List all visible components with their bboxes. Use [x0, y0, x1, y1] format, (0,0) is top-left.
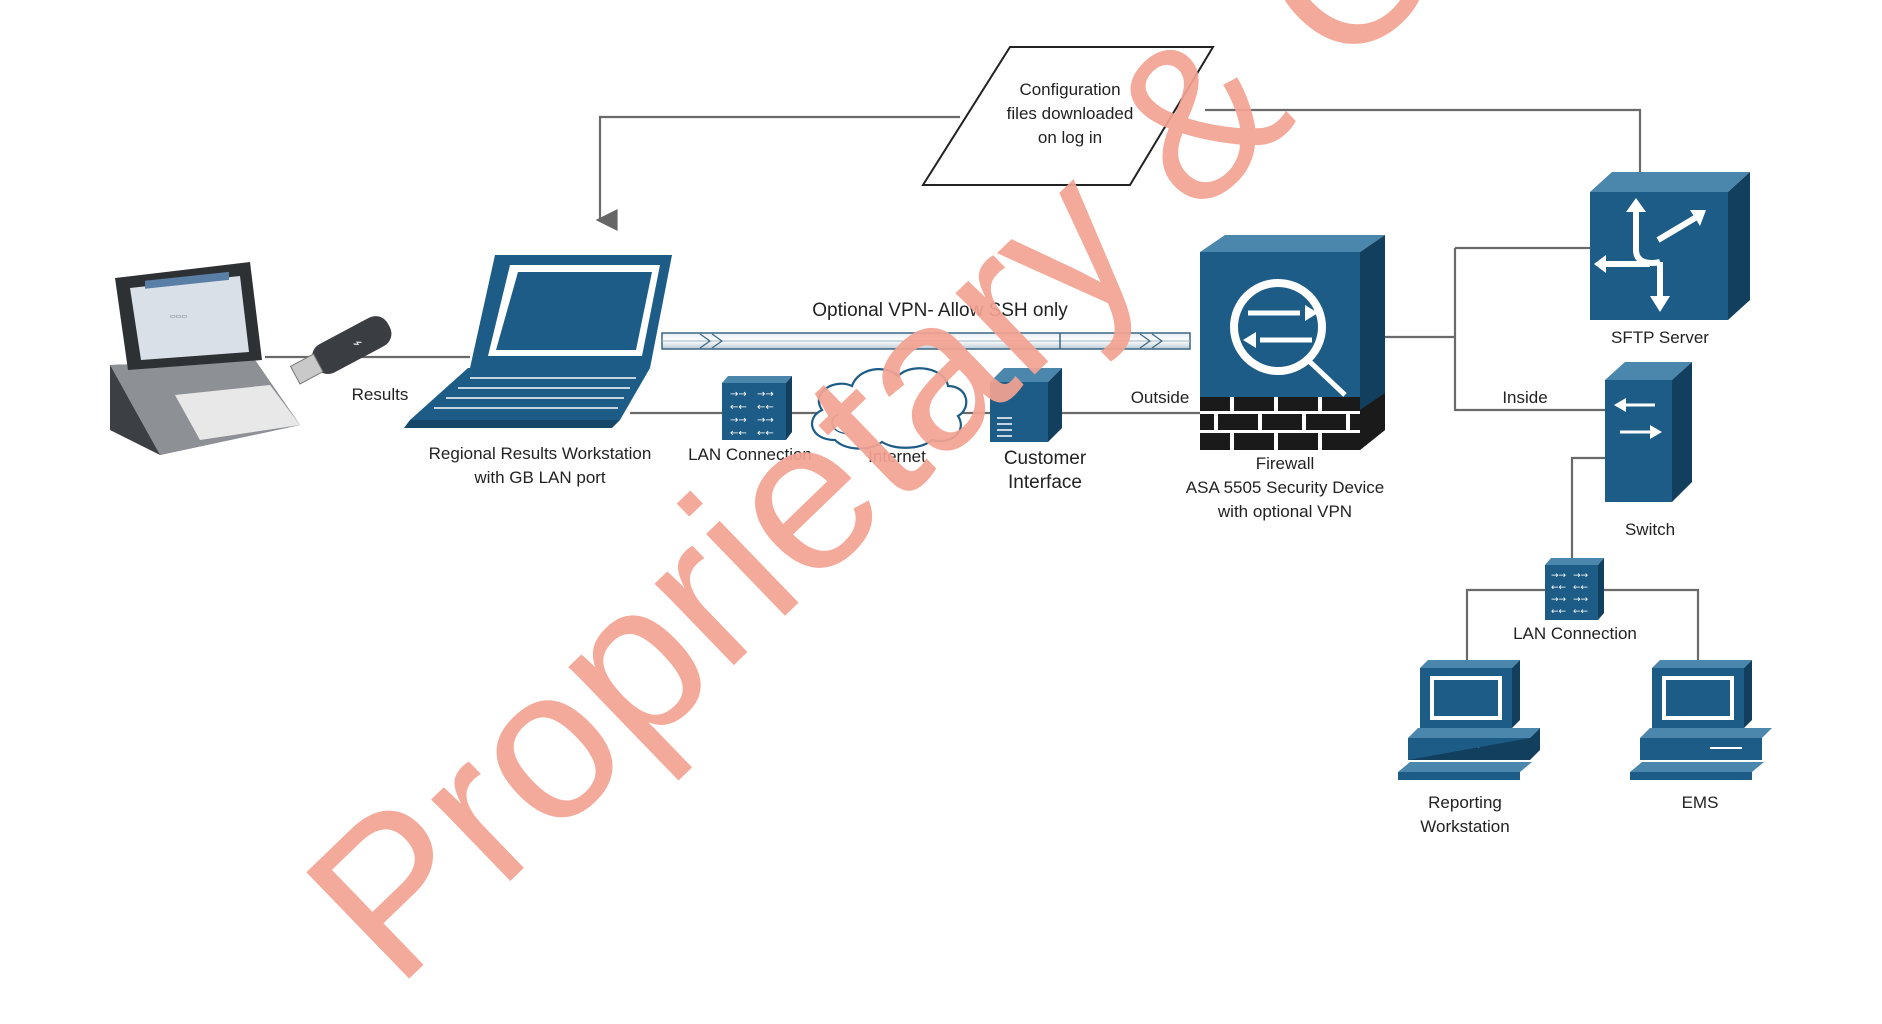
- workstation-label: Regional Results Workstation with GB LAN…: [428, 444, 652, 487]
- network-diagram: ▭▭▭ ⌁ →→ →→ ←← ←← →→ →→ ←← ←←: [110, 46, 1772, 780]
- config-note-text: Configuration files downloaded on log in: [1006, 80, 1134, 147]
- switch-down-line: [1570, 456, 1605, 558]
- reporting-workstation-label: Reporting Workstation: [1420, 793, 1510, 836]
- svg-text:←←: ←←: [1551, 607, 1567, 617]
- scanner-device-icon: ▭▭▭: [110, 262, 300, 455]
- svg-text:←←: ←←: [1551, 583, 1567, 593]
- reporting-workstation-icon: [1398, 660, 1540, 780]
- firewall-icon: [1200, 235, 1385, 450]
- svg-text:▭▭▭: ▭▭▭: [170, 314, 187, 320]
- svg-text:←←: ←←: [1573, 583, 1589, 593]
- lan-connection-2-label: LAN Connection: [1513, 624, 1637, 643]
- switch-label: Switch: [1624, 520, 1676, 539]
- config-download-line: [595, 115, 960, 231]
- svg-text:←←: ←←: [730, 428, 747, 439]
- svg-text:←←: ←←: [757, 402, 774, 413]
- internet-label: Internet: [868, 447, 926, 466]
- svg-text:←←: ←←: [1573, 607, 1589, 617]
- vpn-label: Optional VPN- Allow SSH only: [812, 300, 1068, 321]
- inside-to-sftp-line: [1453, 248, 1610, 412]
- inside-label: Inside: [1502, 388, 1548, 407]
- sftp-to-config-line: [1205, 108, 1642, 172]
- svg-text:→→: →→: [1551, 595, 1567, 605]
- customer-interface-label: Customer Interface: [1003, 448, 1087, 493]
- svg-text:→→: →→: [1573, 571, 1589, 581]
- results-label: Results: [351, 385, 409, 404]
- vpn-tunnel: [661, 332, 1191, 350]
- sftp-server-label: SFTP Server: [1611, 328, 1709, 347]
- customer-interface-icon: [990, 368, 1062, 442]
- ems-workstation-icon: [1630, 660, 1772, 780]
- internet-cloud-icon: [811, 367, 968, 450]
- sftp-server-icon: [1590, 172, 1750, 320]
- lan2-right-line: [1604, 588, 1700, 660]
- ems-label: EMS: [1681, 793, 1719, 812]
- lan2-left-line: [1465, 588, 1545, 660]
- firewall-label: Firewall ASA 5505 Security Device with o…: [1185, 454, 1385, 521]
- workstation-laptop-icon: [404, 255, 672, 428]
- svg-text:←←: ←←: [757, 428, 774, 439]
- svg-text:→→: →→: [730, 415, 747, 426]
- outside-label: Outside: [1130, 388, 1190, 407]
- usb-stick-icon: ⌁: [289, 316, 392, 385]
- lan-connection-label: LAN Connection: [688, 445, 812, 464]
- svg-text:→→: →→: [757, 389, 774, 400]
- config-note-shape: [921, 46, 1215, 186]
- svg-text:→→: →→: [757, 415, 774, 426]
- svg-text:←←: ←←: [730, 402, 747, 413]
- svg-text:→→: →→: [730, 389, 747, 400]
- switch-icon: [1605, 362, 1692, 502]
- lan-connection-switch-icon: →→ →→ ←← ←← →→ →→ ←← ←←: [722, 376, 792, 440]
- svg-text:→→: →→: [1551, 571, 1567, 581]
- svg-text:→→: →→: [1573, 595, 1589, 605]
- lan-connection-2-switch-icon: →→ →→ ←← ←← →→ →→ ←← ←←: [1545, 558, 1604, 620]
